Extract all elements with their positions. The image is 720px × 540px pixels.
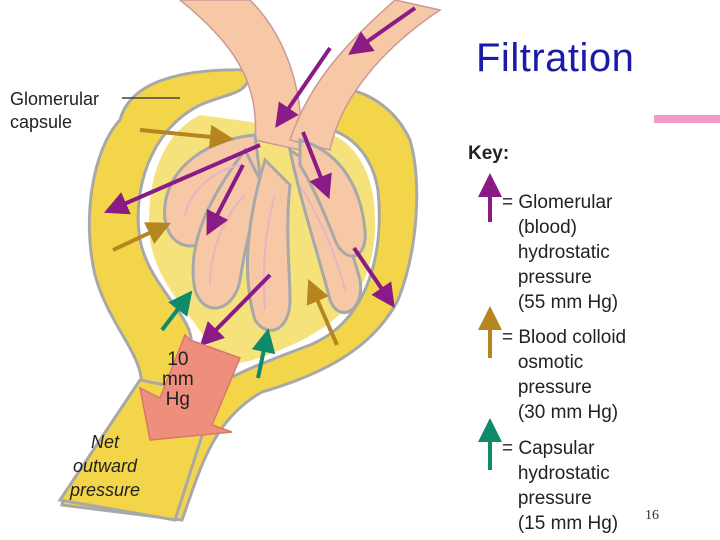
- key-item-colloid: = Blood colloid osmotic pressure (30 mm …: [502, 327, 627, 423]
- capsule-label: Glomerular capsule: [10, 89, 100, 132]
- net-pressure-value: 10 mm Hg: [162, 349, 194, 410]
- net-pressure-label: Net outward pressure: [70, 432, 141, 500]
- arterioles: [178, 0, 442, 151]
- net-outward-pressure-arrow: [138, 333, 241, 441]
- title-accent-bar: [654, 115, 720, 123]
- capsular-pressure-arrows: [160, 290, 276, 379]
- slide-title: Filtration: [476, 36, 635, 80]
- key-item-capsular: = Capsular hydrostatic pressure (15 mm H…: [502, 438, 619, 534]
- glomerular-pressure-arrows: [103, 6, 417, 347]
- colloid-pressure-arrows: [112, 124, 339, 346]
- key-heading: Key:: [468, 143, 510, 164]
- glomerular-capillaries: [163, 133, 367, 332]
- page-number: 16: [645, 508, 659, 523]
- key-item-glomerular: = Glomerular (blood) hydrostatic pressur…: [502, 192, 619, 313]
